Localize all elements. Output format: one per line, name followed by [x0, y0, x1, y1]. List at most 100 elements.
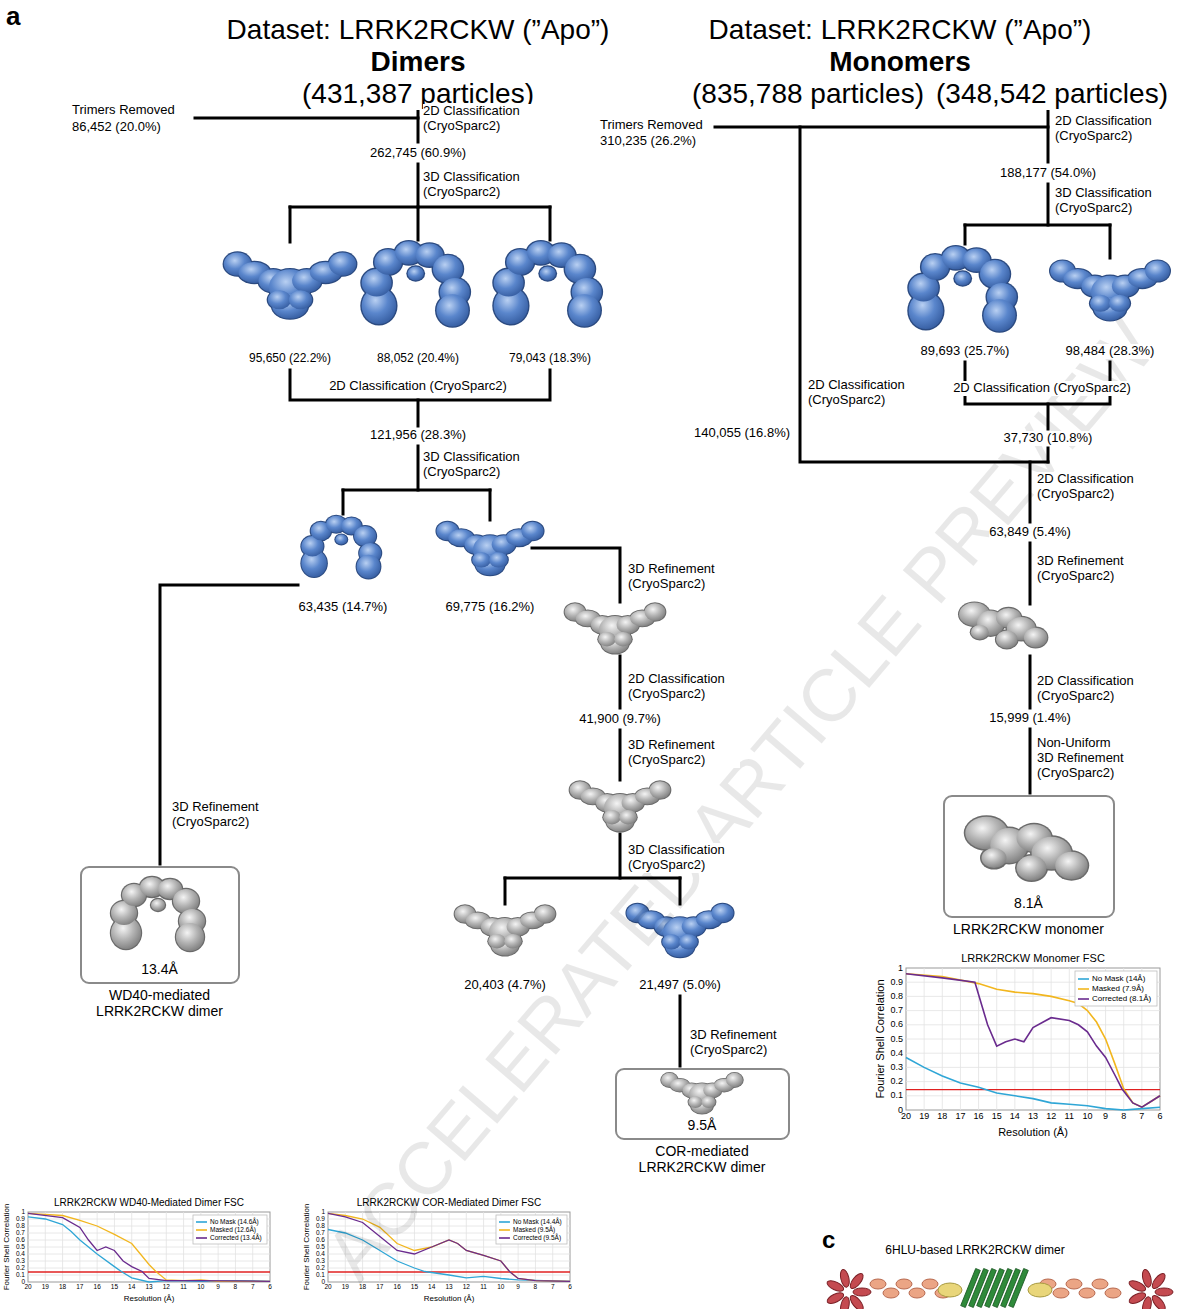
tick-label: 1: [898, 964, 903, 973]
tick-label: 12: [463, 1284, 470, 1291]
legend-sample: [1078, 978, 1089, 980]
helix: [1028, 1283, 1052, 1297]
tick-label: 11: [1065, 1112, 1074, 1121]
tick-label: 0.6: [316, 1237, 325, 1244]
helix: [1105, 1288, 1121, 1298]
tick-label: 8: [234, 1284, 238, 1291]
step-label: Non-Uniform 3D Refinement (CryoSparc2): [1037, 736, 1129, 781]
plot-title: LRRK2RCKW WD40-Mediated Dimer FSC: [54, 1197, 244, 1209]
map-lobe: [335, 534, 347, 544]
map-lobe: [176, 923, 204, 951]
tick-label: 0.7: [890, 1006, 903, 1015]
tree-line: [1047, 184, 1050, 225]
tick-label: 8: [534, 1284, 538, 1291]
map-lobe: [603, 810, 621, 824]
helix: [909, 1288, 925, 1298]
tick-label: 11: [180, 1284, 187, 1291]
wd40-propeller: [839, 1269, 851, 1288]
legend-sample: [1078, 988, 1089, 990]
plot-frame: [28, 1212, 270, 1282]
tick-label: 14: [128, 1284, 135, 1291]
tick-label: 19: [919, 1112, 929, 1121]
wd40-propeller: [848, 1271, 865, 1290]
density-map: [569, 780, 672, 832]
tick-label: 15: [111, 1284, 118, 1291]
tick-label: 14: [1010, 1112, 1020, 1121]
tick-label: 0.3: [890, 1063, 903, 1072]
legend-box: [1075, 971, 1157, 1006]
particle-count: 63,435 (14.7%): [299, 600, 388, 615]
density-map: [907, 245, 1018, 333]
helix: [870, 1279, 886, 1289]
tick-label: 0.5: [890, 1035, 903, 1044]
tree-line: [964, 225, 967, 244]
tick-label: 0.3: [316, 1258, 325, 1265]
helix: [896, 1279, 912, 1289]
step-label: 3D Refinement (CryoSparc2): [1037, 554, 1149, 584]
map-lobe: [701, 1096, 715, 1108]
tick-label: 0.2: [316, 1265, 325, 1272]
grid-line: [906, 1039, 1160, 1040]
threshold-line: [28, 1271, 270, 1272]
tree-line: [619, 656, 622, 708]
tick-label: 10: [497, 1284, 504, 1291]
map-lobe: [472, 552, 491, 567]
tick-label: 11: [480, 1284, 487, 1291]
tick-label: 0.6: [16, 1237, 25, 1244]
step-label: 2D Classification (CryoSparc2): [1055, 114, 1167, 144]
map-lobe: [645, 603, 666, 621]
tree-line: [343, 489, 490, 492]
map-lobe: [955, 272, 971, 286]
tick-label: 0.3: [16, 1258, 25, 1265]
grid-line: [906, 1067, 1160, 1068]
tick-label: 0.8: [16, 1223, 25, 1230]
particle-count: 41,900 (9.7%): [579, 712, 661, 727]
map-outline: [953, 270, 972, 287]
tree-line: [1029, 729, 1032, 793]
legend-sample: [499, 1229, 510, 1231]
tick-label: 9: [1103, 1112, 1108, 1121]
tree-line: [342, 490, 345, 514]
particle-count: 21,497 (5.0%): [639, 978, 721, 993]
density-map: [110, 876, 206, 952]
tick-label: 0.2: [16, 1265, 25, 1272]
axis-title: Fourier Shell Correlation: [874, 979, 887, 1098]
map-outline: [406, 265, 425, 282]
tree-line: [160, 585, 298, 864]
wd40-propeller: [848, 1293, 865, 1309]
particle-count: 121,956 (28.3%): [370, 428, 466, 443]
map-lobe: [1017, 856, 1047, 881]
map-outline: [538, 265, 557, 282]
grid-line: [28, 1247, 270, 1248]
plot-frame: [906, 968, 1160, 1110]
density-map: [492, 240, 603, 328]
map-outline: [334, 533, 348, 545]
map-lobe: [357, 555, 381, 579]
tick-label: 14: [428, 1284, 435, 1291]
map-lobe: [1055, 852, 1088, 880]
tick-label: 0.4: [890, 1049, 903, 1058]
tick-label: 0.2: [890, 1077, 903, 1086]
axis-title: Fourier Shell Correlation: [302, 1204, 311, 1291]
step-label: 3D Refinement (CryoSparc2): [172, 800, 284, 830]
step-label: Trimers Removed: [72, 103, 175, 118]
tick-label: 13: [445, 1284, 452, 1291]
tick-label: 9: [216, 1284, 220, 1291]
map-lobe: [726, 1073, 743, 1087]
density-map: [964, 815, 1090, 882]
tree-line: [417, 446, 420, 490]
axis-title: Resolution (Å): [424, 1294, 475, 1303]
tick-label: 10: [197, 1284, 204, 1291]
tick-label: 18: [937, 1112, 947, 1121]
particle-count: 86,452 (20.0%): [72, 120, 161, 135]
tick-label: 0.1: [316, 1272, 325, 1279]
step-label: Trimers Removed: [600, 118, 703, 133]
legend-box: [193, 1215, 267, 1244]
step-label: 3D Classification (CryoSparc2): [423, 450, 535, 480]
map-lobe: [289, 290, 312, 309]
tick-label: 18: [59, 1284, 66, 1291]
tick-label: 7: [551, 1284, 555, 1291]
legend-text: Corrected (13.4Å): [210, 1235, 262, 1242]
step-label: 2D Classification (CryoSparc2): [1037, 472, 1149, 502]
